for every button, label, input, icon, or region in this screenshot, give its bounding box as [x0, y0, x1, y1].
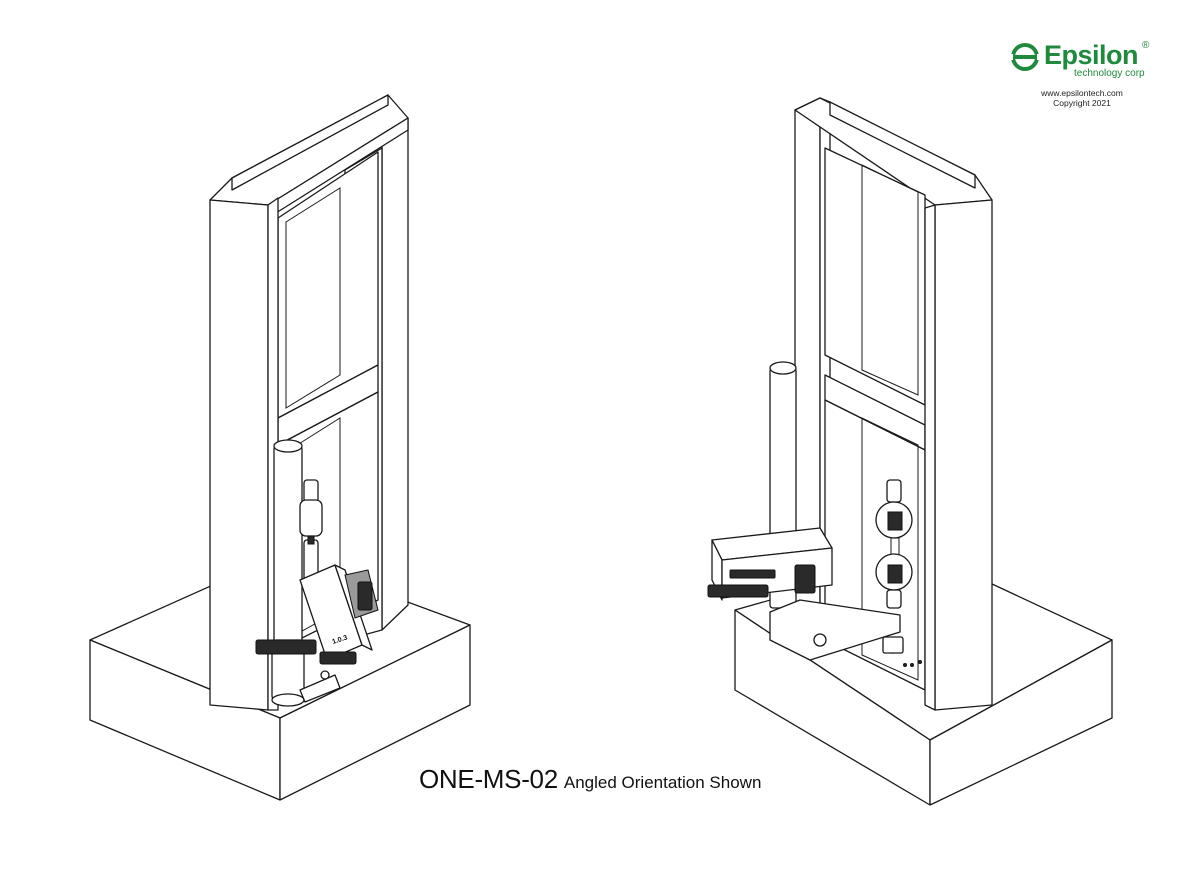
left-view-test-frame: 1.0.3 — [89, 94, 471, 801]
model-number: ONE-MS-02 — [419, 764, 558, 794]
website-link[interactable]: www.epsilontech.com — [1041, 88, 1123, 98]
epsilon-logo[interactable]: Epsilon ® technology corp — [1010, 38, 1160, 108]
right-grips — [875, 479, 913, 609]
left-frame-top-crosshead — [209, 94, 409, 219]
epsilon-logo-icon — [1010, 43, 1040, 71]
brand-tagline: technology corp — [1074, 68, 1145, 79]
drawing-caption: ONE-MS-02 Angled Orientation Shown — [419, 764, 761, 795]
left-grips — [299, 479, 323, 581]
copyright-text: Copyright 2021 — [1053, 98, 1111, 108]
registered-mark: ® — [1142, 40, 1150, 51]
left-base-arm — [299, 670, 341, 703]
right-extensometer-housing — [707, 527, 833, 601]
right-frame-top-crosshead — [794, 97, 993, 206]
orientation-note: Angled Orientation Shown — [563, 773, 762, 792]
left-frame-upright-left — [209, 197, 279, 711]
left-actuator-column — [271, 439, 305, 707]
meta-info: www.epsilontech.com Copyright 2021 — [1012, 88, 1152, 108]
right-frame-upright-front — [924, 199, 993, 711]
right-base-arm — [769, 599, 922, 667]
right-view-test-frame — [707, 97, 1113, 806]
brand-name: Epsilon — [1044, 40, 1139, 70]
left-housing-label: 1.0.3 — [331, 634, 348, 646]
left-extensometer-housing: 1.0.3 — [255, 564, 379, 665]
